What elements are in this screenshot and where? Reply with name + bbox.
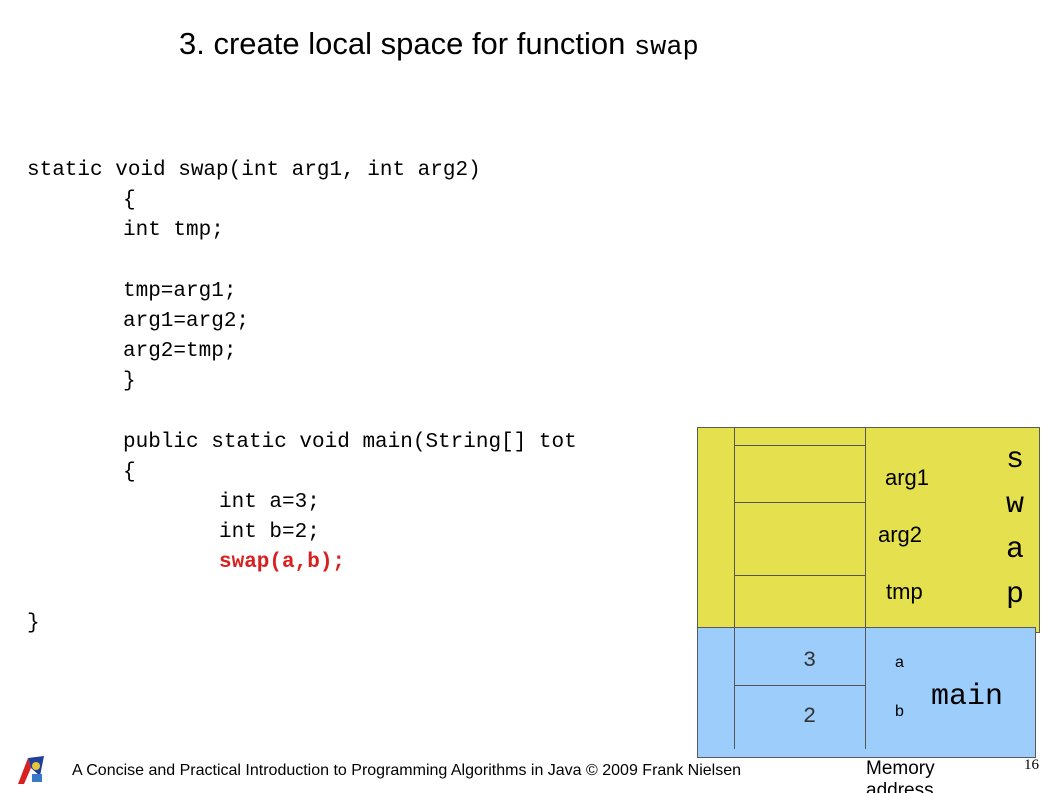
memory-cell-right-border [865, 427, 866, 749]
code-line-8: public static void main(String[] tot [123, 431, 577, 454]
memory-address-caption: Memory address [866, 758, 935, 793]
slide-title: 3. create local space for function swap [179, 26, 699, 63]
swap-frame-label: s w a p [1000, 438, 1030, 618]
swap-label-char: w [1005, 488, 1024, 522]
code-line-3: int tmp; [123, 219, 224, 242]
var-label-tmp: tmp [886, 579, 923, 604]
main-frame [697, 627, 1036, 758]
var-label-arg1: arg1 [885, 465, 930, 490]
code-line-6: arg2=tmp; [123, 340, 237, 363]
code-line-1: static void swap(int arg1, int arg2) [27, 159, 481, 182]
value-b: 2 [803, 704, 817, 729]
code-line-13: } [27, 612, 40, 635]
memory-cell-divider [734, 445, 865, 446]
footer-text: A Concise and Practical Introduction to … [72, 762, 741, 779]
var-label-arg2: arg2 [878, 522, 923, 547]
code-line-10: int a=3; [219, 491, 320, 514]
swap-label-char: s [1005, 443, 1024, 477]
code-line-4: tmp=arg1; [123, 280, 237, 303]
memory-cell-divider [734, 502, 865, 503]
code-line-7: } [123, 370, 136, 393]
memory-cell-divider [734, 685, 865, 686]
code-line-2: { [123, 189, 136, 212]
swap-frame [697, 427, 1040, 633]
code-line-11: int b=2; [219, 521, 320, 544]
main-frame-label: main [931, 680, 1004, 714]
page-number: 16 [1024, 757, 1039, 773]
memory-cell-divider [734, 575, 865, 576]
var-label-b: b [895, 703, 904, 720]
swap-label-char: p [1005, 578, 1024, 612]
var-label-a: a [895, 654, 904, 671]
university-logo-icon [16, 754, 46, 786]
swap-label-char: a [1005, 533, 1024, 567]
memory-cell-left-border [734, 427, 735, 749]
code-line-5: arg1=arg2; [123, 310, 250, 333]
title-text: 3. create local space for function [179, 26, 626, 61]
title-code: swap [633, 33, 699, 63]
code-line-12-highlight: swap(a,b); [219, 551, 346, 574]
code-line-9: { [123, 461, 136, 484]
value-a: 3 [803, 648, 817, 673]
